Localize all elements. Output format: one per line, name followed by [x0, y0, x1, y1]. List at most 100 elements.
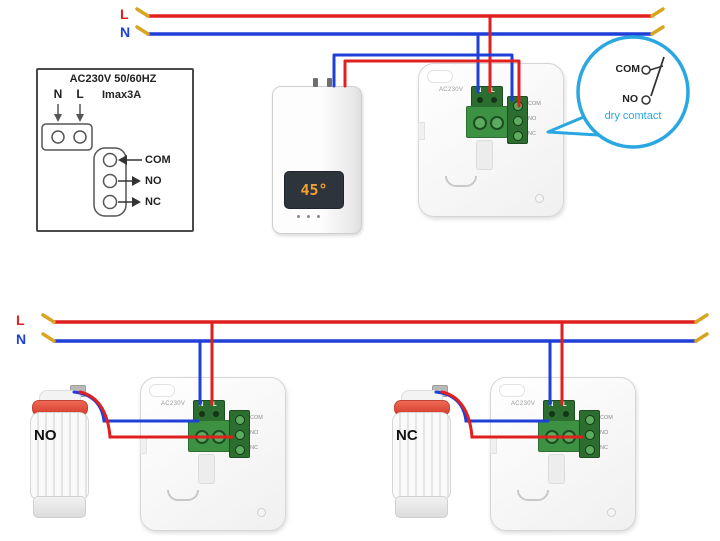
top-live-label: L — [120, 6, 129, 22]
no-label: NO — [600, 430, 609, 436]
terminal-pin — [491, 97, 497, 103]
power-terminal-block — [466, 106, 508, 138]
terminal-screw — [513, 131, 523, 141]
curved-slot — [517, 490, 549, 501]
no-label: NO — [528, 116, 537, 122]
actuator-nc-label: NC — [396, 427, 418, 444]
terminal-l-label: L — [563, 402, 567, 408]
nc-label: NC — [528, 131, 536, 137]
actuator-base — [33, 496, 86, 518]
nc-label: NC — [250, 445, 258, 451]
terminal-screw — [212, 430, 226, 444]
terminal-screw — [545, 430, 559, 444]
relay-terminal-labels: COM NO NC — [250, 411, 263, 456]
terminal-n-label: N — [477, 88, 482, 94]
thermostat-back-right: AC230V N L COM NO NC — [490, 377, 636, 531]
dry-contact-callout — [546, 35, 690, 149]
com-label: COM — [250, 415, 263, 421]
relay-terminal-block — [507, 96, 528, 144]
callout-com-label: COM — [615, 63, 641, 75]
terminal-pin — [477, 97, 483, 103]
terminal-screw — [235, 430, 245, 440]
spec-n-label: N — [53, 87, 63, 101]
terminal-screw — [235, 415, 245, 425]
terminal-screw — [513, 101, 523, 111]
spec-l-label: L — [76, 87, 84, 101]
voltage-label: AC230V — [511, 401, 536, 407]
callout-caption: dry comtact — [604, 110, 662, 122]
terminal-screw — [490, 116, 504, 130]
sensor-block — [198, 454, 215, 484]
relay-terminal-block — [229, 410, 250, 458]
mount-slot — [149, 384, 175, 397]
spec-no-label: NO — [145, 175, 162, 187]
boiler-button-icon — [297, 215, 300, 218]
side-notch — [490, 436, 497, 454]
nc-label: NC — [600, 445, 608, 451]
boiler-vent-icon — [327, 78, 332, 87]
terminal-screw — [585, 445, 595, 455]
terminal-screw — [473, 116, 487, 130]
boiler: 45° — [272, 78, 362, 234]
sensor-block — [476, 140, 493, 170]
callout-no-label: NO — [622, 93, 638, 105]
no-label: NO — [250, 430, 259, 436]
top-power-rails — [135, 7, 665, 36]
bottom-neutral-label: N — [16, 331, 27, 347]
power-terminal-block — [538, 420, 580, 452]
mount-slot — [499, 384, 525, 397]
terminal-screw — [585, 415, 595, 425]
valve-actuator-nc — [392, 385, 451, 520]
power-terminal-block — [188, 420, 230, 452]
actuator-no-label: NO — [34, 427, 57, 444]
terminal-n-label: N — [199, 402, 204, 408]
case-screw — [535, 194, 544, 203]
relay-terminal-block — [579, 410, 600, 458]
actuator-body — [30, 412, 89, 500]
terminal-n-label: N — [549, 402, 554, 408]
boiler-button-icon — [307, 215, 310, 218]
side-notch — [418, 122, 425, 140]
power-terminal-upper: N L — [193, 400, 225, 422]
terminal-screw — [513, 116, 523, 126]
terminal-pin — [549, 411, 555, 417]
relay-terminal-labels: COM NO NC — [600, 411, 613, 456]
terminal-pin — [563, 411, 569, 417]
mount-slot — [427, 70, 453, 83]
boiler-vent-icon — [313, 78, 318, 87]
boiler-temperature: 45° — [300, 181, 328, 199]
switch-symbol — [641, 56, 665, 105]
terminal-screw — [195, 430, 209, 444]
case-screw — [607, 508, 616, 517]
actuator-body — [392, 412, 451, 500]
bottom-live-label: L — [16, 312, 25, 328]
power-terminal-upper: N L — [471, 86, 503, 108]
case-screw — [257, 508, 266, 517]
terminal-screw — [585, 430, 595, 440]
sensor-block — [548, 454, 565, 484]
terminal-screw — [235, 445, 245, 455]
thermostat-back-top: AC230V N L COM NO NC — [418, 63, 564, 217]
terminal-pin — [213, 411, 219, 417]
top-neutral-label: N — [120, 24, 131, 40]
valve-actuator-no — [30, 385, 89, 520]
spec-imax-label: Imax3A — [102, 89, 142, 101]
terminal-pin — [199, 411, 205, 417]
side-notch — [140, 436, 147, 454]
actuator-base — [395, 496, 448, 518]
voltage-label: AC230V — [161, 401, 186, 407]
thermostat-back-left: AC230V N L COM NO NC — [140, 377, 286, 531]
com-label: COM — [528, 101, 541, 107]
boiler-button-icon — [317, 215, 320, 218]
com-label: COM — [600, 415, 613, 421]
spec-com-label: COM — [145, 154, 171, 166]
spec-title: AC230V 50/60HZ — [69, 73, 157, 85]
voltage-label: AC230V — [439, 87, 464, 93]
power-terminal-upper: N L — [543, 400, 575, 422]
terminal-l-label: L — [491, 88, 495, 94]
terminal-l-label: L — [213, 402, 217, 408]
curved-slot — [445, 176, 477, 187]
spec-nc-label: NC — [145, 196, 161, 208]
boiler-display: 45° — [284, 171, 344, 209]
